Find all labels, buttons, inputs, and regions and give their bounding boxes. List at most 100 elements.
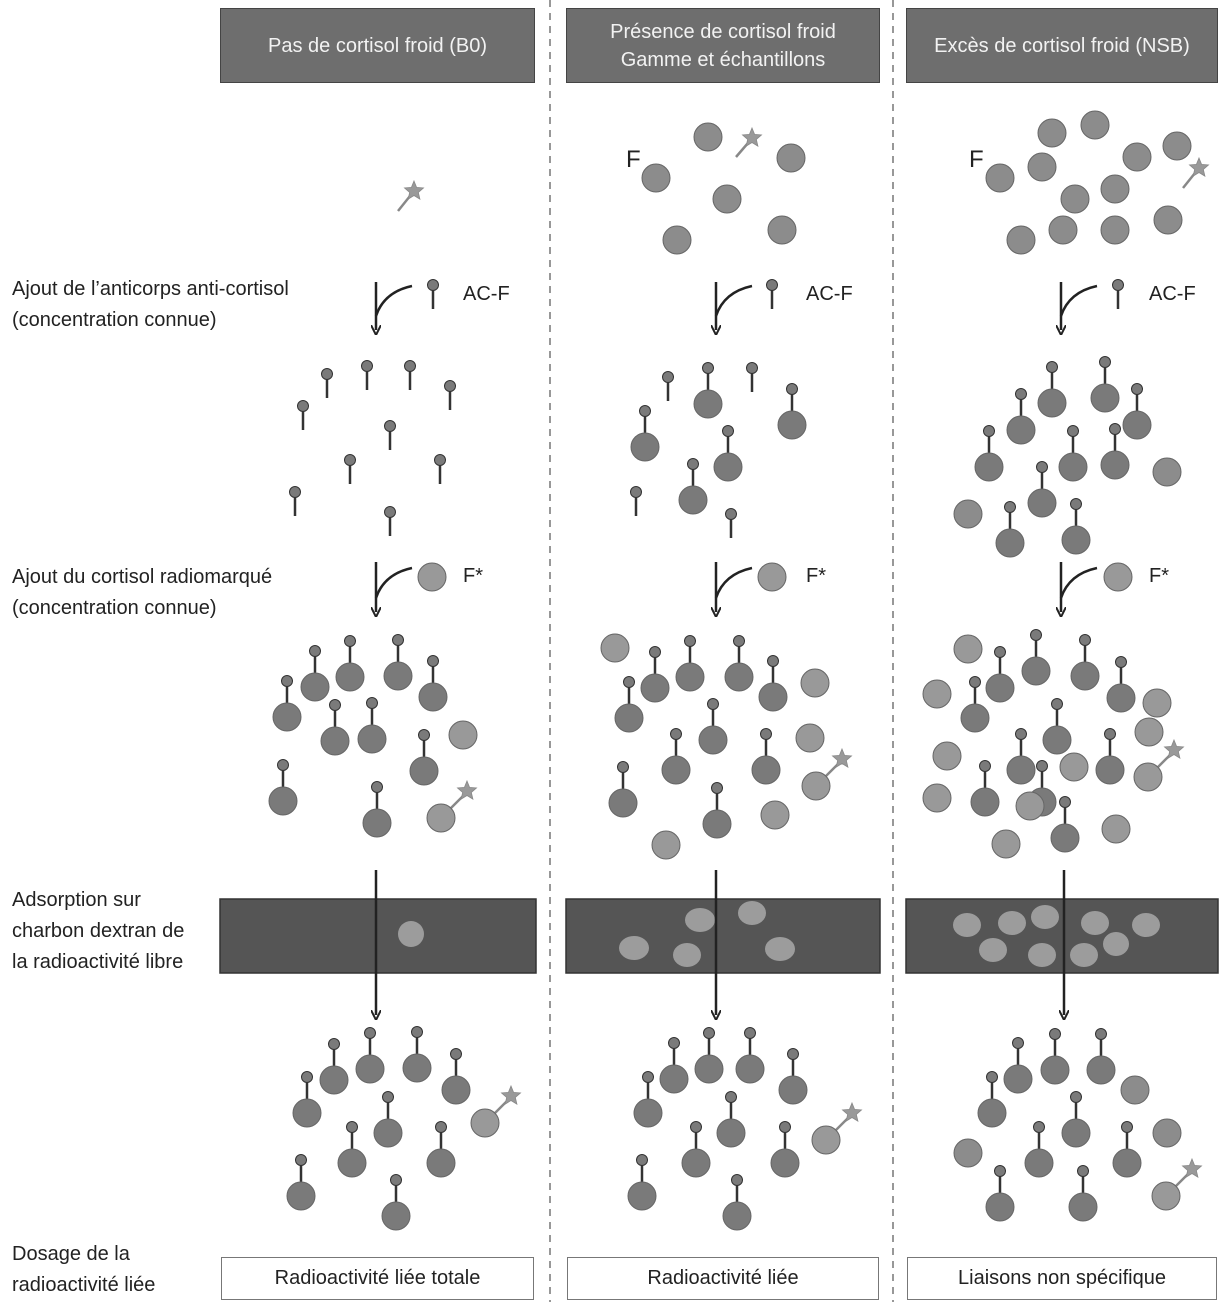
radiolabel-star — [1181, 1157, 1203, 1178]
cortisol-molecule — [662, 225, 692, 255]
cortisol-molecule — [1101, 814, 1131, 844]
antibody-head — [636, 1154, 648, 1166]
cortisol-molecule — [1059, 752, 1089, 782]
antibody-head — [390, 1174, 402, 1186]
cortisol-molecule — [1090, 383, 1120, 413]
cortisol-molecule — [712, 184, 742, 214]
antibody-head — [1131, 383, 1143, 395]
charcoal-band — [565, 898, 881, 974]
cortisol-molecule — [778, 1075, 808, 1105]
adsorbed-tracers — [398, 901, 1160, 967]
cortisol-molecule — [1133, 762, 1163, 792]
cortisol-molecule — [735, 1054, 765, 1084]
cortisol-molecule — [953, 499, 983, 529]
antibody-head — [969, 676, 981, 688]
cortisol-molecule — [974, 452, 1004, 482]
antibody-head — [1030, 629, 1042, 641]
result-nonspecific: Liaisons non spécifique — [907, 1257, 1217, 1300]
cortisol-molecule — [1068, 1192, 1098, 1222]
cortisol-molecule — [1048, 215, 1078, 245]
antibody-head — [427, 655, 439, 667]
cortisol-molecule — [1153, 205, 1183, 235]
antibody-head — [630, 486, 642, 498]
cortisol-molecule — [402, 1053, 432, 1083]
cortisol-molecule — [633, 1098, 663, 1128]
antibody-head — [309, 645, 321, 657]
step-label-tracer: Ajout du cortisol radiomarqué (concentra… — [12, 566, 273, 619]
cold-cortisol-label: F — [626, 146, 641, 173]
antibody-head — [1115, 656, 1127, 668]
antibody-head — [1121, 1121, 1133, 1133]
header-b0: Pas de cortisol froid (B0) — [220, 8, 535, 83]
cortisol-molecule — [320, 726, 350, 756]
radiolabel-link — [1174, 1173, 1189, 1188]
header-nsb: Excès de cortisol froid (NSB) — [906, 8, 1218, 83]
cortisol-molecule — [1061, 525, 1091, 555]
cortisol-molecule — [713, 452, 743, 482]
reagent-label-antibody: AC-F — [1149, 283, 1196, 305]
radiolabel-star — [1188, 156, 1210, 177]
antibody-head — [779, 1121, 791, 1133]
antibody-head — [411, 1026, 423, 1038]
antibody-head — [1104, 728, 1116, 740]
cortisol-molecule — [418, 682, 448, 712]
radiolabel-star — [1163, 738, 1185, 759]
antibody-head — [725, 1091, 737, 1103]
radiolabel-star — [456, 779, 478, 800]
antibody-head — [344, 454, 356, 466]
cortisol-molecule — [922, 679, 952, 709]
cortisol-molecule — [1060, 184, 1090, 214]
header-standards-title: Présence de cortisol froid — [610, 20, 836, 43]
antibody-head — [281, 675, 293, 687]
step-label-dosage: Dosage de la radioactivité liée — [12, 1243, 156, 1296]
cortisol-molecule — [1103, 562, 1133, 592]
cortisol-molecule — [1100, 215, 1130, 245]
cortisol-molecule — [373, 1118, 403, 1148]
cortisol-molecule — [661, 755, 691, 785]
cortisol-molecule — [1151, 1181, 1181, 1211]
cortisol-molecule — [470, 1108, 500, 1138]
cortisol-molecule — [953, 634, 983, 664]
antibody-head — [450, 1048, 462, 1060]
cortisol-molecule — [1100, 450, 1130, 480]
antibody-head — [1109, 423, 1121, 435]
cortisol-molecule — [1021, 656, 1051, 686]
cortisol-molecule — [1152, 457, 1182, 487]
antibody-head — [766, 279, 778, 291]
cortisol-molecule — [1122, 142, 1152, 172]
cortisol-molecule — [1050, 823, 1080, 853]
cortisol-molecule — [960, 703, 990, 733]
antibody-head — [346, 1121, 358, 1133]
cortisol-molecule — [1112, 1148, 1142, 1178]
cortisol-molecule — [1120, 1075, 1150, 1105]
cortisol-molecule — [977, 1098, 1007, 1128]
cortisol-molecule — [1037, 118, 1067, 148]
cortisol-molecule — [985, 163, 1015, 193]
antibody-head — [702, 362, 714, 374]
antibody-head — [994, 646, 1006, 658]
cortisol-molecule — [760, 800, 790, 830]
cold-cortisol-label: F — [969, 146, 984, 173]
cortisol-molecule — [1122, 410, 1152, 440]
cortisol-molecule — [1142, 688, 1172, 718]
cortisol-molecule — [441, 1075, 471, 1105]
result-binding: Radioactivité liée — [567, 1257, 879, 1300]
antibody-head — [1049, 1028, 1061, 1040]
cortisol-molecule — [651, 830, 681, 860]
cortisol-molecule — [991, 829, 1021, 859]
result-total-binding: Radioactivité liée totale — [221, 1257, 534, 1300]
step-label-adsorption: Adsorption sur charbon dextran de la rad… — [12, 889, 185, 973]
cortisol-molecule — [722, 1201, 752, 1231]
antibody-head — [392, 634, 404, 646]
radiolabel-link — [493, 1100, 508, 1115]
cortisol-molecule — [286, 1181, 316, 1211]
antibody-head — [979, 760, 991, 772]
cortisol-molecule — [1006, 755, 1036, 785]
cortisol-molecule — [1086, 1055, 1116, 1085]
antibody-head — [301, 1071, 313, 1083]
antibody-head — [371, 781, 383, 793]
antibody-head — [384, 420, 396, 432]
cortisol-molecule — [1006, 225, 1036, 255]
charcoal-band — [905, 898, 1219, 974]
cortisol-molecule — [627, 1181, 657, 1211]
